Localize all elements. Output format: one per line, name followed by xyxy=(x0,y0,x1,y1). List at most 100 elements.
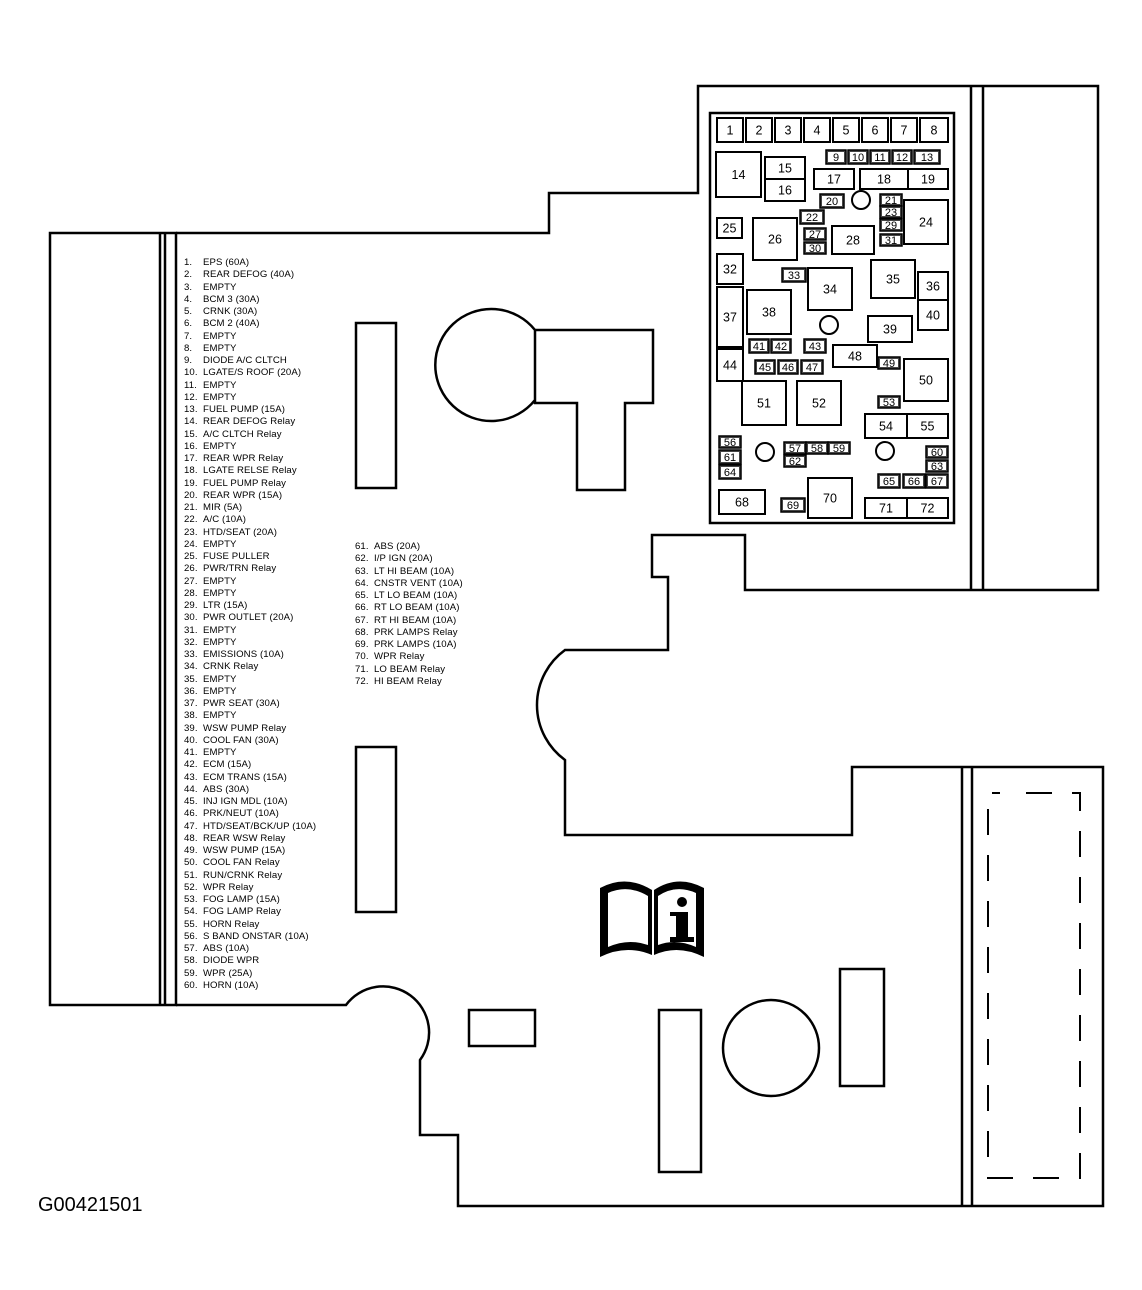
legend-item: 18.LGATE RELSE Relay xyxy=(184,465,316,477)
legend-label: EMPTY xyxy=(203,747,237,758)
legend-number: 60. xyxy=(184,979,198,991)
fuse-cell-number: 50 xyxy=(919,374,933,388)
slot xyxy=(467,1008,537,1048)
fuse-cell-inner xyxy=(882,196,900,204)
legend-label: INJ IGN MDL (10A) xyxy=(203,796,288,807)
fuse-cell-number: 64 xyxy=(724,467,736,479)
legend-number: 15. xyxy=(184,428,198,440)
legend-number: 58. xyxy=(184,955,198,967)
legend-label: BCM 3 (30A) xyxy=(203,293,260,305)
legend-item: 21.MIR (5A) xyxy=(184,502,316,514)
legend-item: 43.ECM TRANS (15A) xyxy=(184,772,316,784)
fuse-cell-number: 36 xyxy=(926,280,940,294)
fuse-cell-number: 25 xyxy=(723,222,737,236)
legend-number: 30. xyxy=(184,612,198,624)
fuse-cell-6 xyxy=(861,117,889,143)
legend-item: 69.PRK LAMPS (10A) xyxy=(355,639,463,651)
fuse-cell-40 xyxy=(917,299,949,331)
fuse-cell-number: 27 xyxy=(809,229,821,241)
legend-label: REAR DEFOG Relay xyxy=(203,416,296,428)
legend-item: 20.REAR WPR (15A) xyxy=(184,490,316,502)
legend-label: RT LO BEAM (10A) xyxy=(374,602,460,614)
legend-label: I/P IGN (20A) xyxy=(374,553,433,565)
legend-number: 46. xyxy=(184,808,198,820)
legend-number: 44. xyxy=(184,783,198,795)
legend-label: LGATE RELSE Relay xyxy=(203,465,297,477)
legend-number: 14. xyxy=(184,416,198,428)
legend-label: FUEL PUMP Relay xyxy=(203,477,287,489)
fuse-cell-37 xyxy=(716,286,744,348)
legend-number: 38. xyxy=(184,710,198,722)
legend-label: CRNK Relay xyxy=(203,661,259,673)
fuse-cell-number: 35 xyxy=(886,273,900,287)
legend-label: EMPTY xyxy=(203,379,237,391)
legend-number: 33. xyxy=(184,649,198,660)
legend-item: 58.DIODE WPR xyxy=(184,955,316,967)
legend-item: 53.FOG LAMP (15A) xyxy=(184,894,316,906)
slot xyxy=(354,321,398,490)
fuse-cell-19 xyxy=(907,168,949,190)
legend-label: EMPTY xyxy=(203,281,237,293)
fuse-cell-28 xyxy=(831,225,875,255)
legend-item: 67.RT HI BEAM (10A) xyxy=(355,615,463,627)
legend-number: 43. xyxy=(184,771,198,783)
legend-item: 9.DIODE A/C CLTCH xyxy=(184,355,316,367)
info-manual-icon xyxy=(600,881,704,957)
fuse-cell-number: 32 xyxy=(723,263,737,277)
fuse-cell-inner xyxy=(803,362,821,372)
legend-number: 31. xyxy=(184,624,198,636)
fuse-cell-number: 15 xyxy=(778,162,792,176)
legend-number: 20. xyxy=(184,489,198,501)
fuse-cell-number: 2 xyxy=(756,124,763,138)
fuse-cell-inner xyxy=(757,362,773,372)
fuse-cell-number: 65 xyxy=(883,476,895,488)
legend-item: 24.EMPTY xyxy=(184,539,316,551)
legend-number: 57. xyxy=(184,943,198,954)
legend-item: 70.WPR Relay xyxy=(355,651,463,663)
fuse-cell-number: 71 xyxy=(879,502,893,516)
legend-number: 67. xyxy=(355,614,369,626)
legend-item: 28.EMPTY xyxy=(184,588,316,600)
keyhole-cutout xyxy=(434,307,655,492)
fuse-cell-number: 29 xyxy=(885,220,897,232)
fuse-cell-inner xyxy=(880,476,898,486)
fuse-cell-number: 30 xyxy=(809,243,821,255)
legend-number: 51. xyxy=(184,869,198,881)
figure-id: G00421501 xyxy=(38,1194,143,1216)
legend-label: PWR OUTLET (20A) xyxy=(203,612,294,624)
fuse-cell-inner xyxy=(751,341,767,351)
fuse-cell-inner xyxy=(721,438,739,446)
fuse-cell-number: 54 xyxy=(879,420,893,434)
legend-item: 30. PWR OUTLET (20A) xyxy=(184,612,316,624)
fuse-cell-number: 47 xyxy=(806,362,818,374)
legend-label: A/C CLTCH Relay xyxy=(203,428,282,440)
fuse-cell-70 xyxy=(807,477,853,519)
fuse-cell-inner xyxy=(850,152,866,162)
fuse-cell-number: 70 xyxy=(823,492,837,506)
fuse-cell-50 xyxy=(903,358,949,402)
fuse-cell-number: 28 xyxy=(846,234,860,248)
legend-item: 38.EMPTY xyxy=(184,710,316,722)
fuse-cell-number: 67 xyxy=(931,476,943,488)
fuse-cell-1 xyxy=(716,117,744,143)
fuse-cell-inner xyxy=(872,152,888,162)
legend-number: 66. xyxy=(355,602,369,614)
fuse-cell-inner xyxy=(780,362,796,372)
fuse-cell-72 xyxy=(906,497,949,519)
fuse-cell-25 xyxy=(716,217,743,239)
housing-outline xyxy=(176,84,1105,1208)
legend-label: ABS (20A) xyxy=(374,541,421,552)
legend-label: EMPTY xyxy=(203,440,237,452)
legend-item: 7.EMPTY xyxy=(184,331,316,343)
slot xyxy=(354,745,398,914)
legend-label: EPS (60A) xyxy=(203,257,250,268)
legend-number: 68. xyxy=(355,626,369,638)
legend-item: 40.COOL FAN (30A) xyxy=(184,735,316,747)
legend-label: COOL FAN Relay xyxy=(203,857,280,869)
legend-item: 65.LT LO BEAM (10A) xyxy=(355,590,463,602)
fuse-cell-inner xyxy=(880,359,898,367)
fuse-cell-number: 14 xyxy=(732,168,746,182)
legend-label: HORN Relay xyxy=(203,918,260,930)
legend-item: 22.A/C (10A) xyxy=(184,514,316,526)
